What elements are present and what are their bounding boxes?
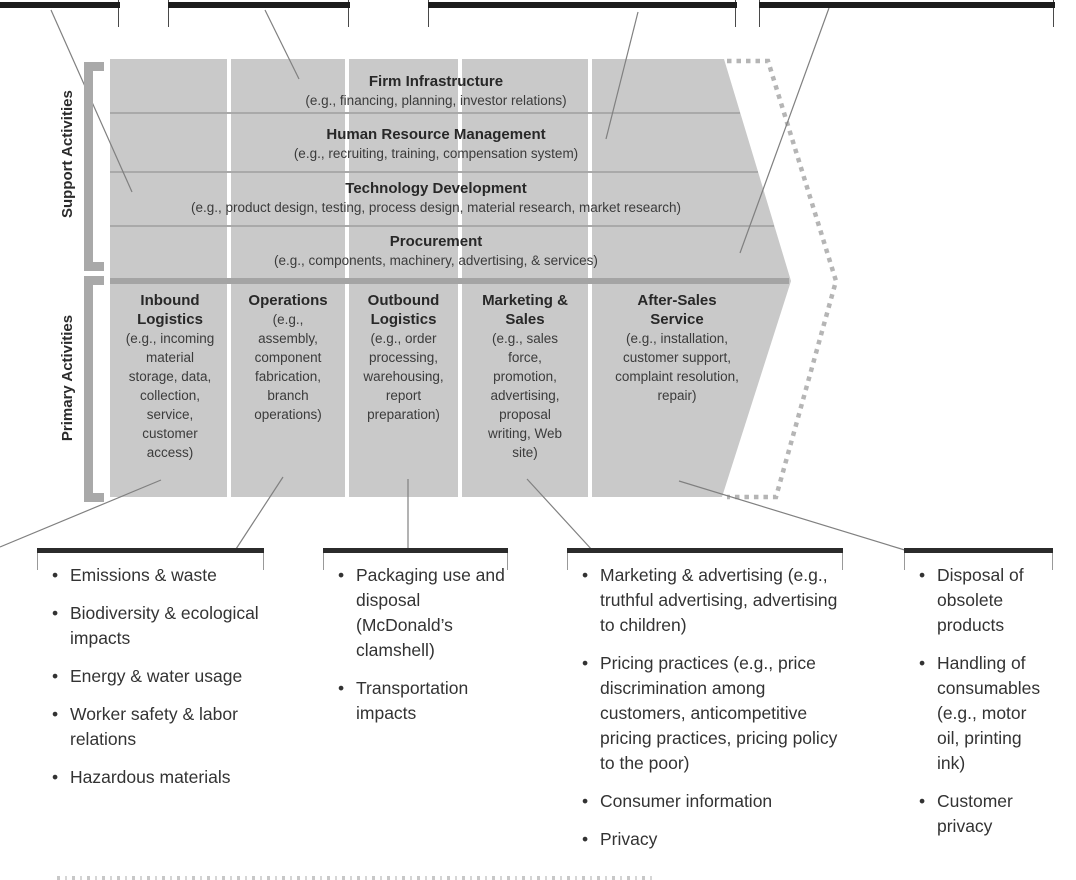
callout-line-top-4	[739, 7, 830, 254]
primary-activities-bracket	[84, 276, 104, 502]
support-row-human-resource-management: Human Resource Management (e.g., recruit…	[110, 125, 762, 162]
support-row-firm-infrastructure: Firm Infrastructure (e.g., financing, pl…	[110, 72, 762, 109]
bar-tick	[323, 553, 324, 570]
callout-box-bar	[427, 2, 737, 8]
support-row-title: Technology Development	[345, 180, 527, 197]
support-activities-bracket	[84, 62, 104, 271]
issue-list-operations: Emissions & waste Biodiversity & ecologi…	[37, 548, 264, 803]
primary-column-detail: (e.g., assembly, component fabrication, …	[254, 312, 322, 422]
list-item: Biodiversity & ecological impacts	[47, 601, 264, 651]
list-item: Disposal of obsolete products	[914, 563, 1053, 638]
issue-list-items: Disposal of obsolete products Handling o…	[904, 563, 1053, 839]
callout-line-after-sales	[678, 480, 909, 552]
list-item: Hazardous materials	[47, 765, 264, 790]
issue-list-items: Marketing & advertising (e.g., truthful …	[567, 563, 843, 852]
bar-tick	[842, 553, 843, 570]
issue-list-marketing-sales: Marketing & advertising (e.g., truthful …	[567, 548, 843, 865]
support-row-title: Firm Infrastructure	[368, 73, 504, 90]
callout-line-operations	[235, 476, 284, 550]
support-activities-label: Support Activities	[59, 90, 76, 218]
list-item: Transportation impacts	[333, 676, 508, 726]
list-item: Energy & water usage	[47, 664, 264, 689]
list-item: Worker safety & labor relations	[47, 702, 264, 752]
primary-column-title: Marketing & Sales	[482, 292, 568, 328]
primary-column-title: After-Sales Service	[637, 292, 717, 328]
list-item: Packaging use and disposal (McDonald’s c…	[333, 563, 508, 663]
bar-tick	[567, 553, 568, 570]
list-item: Emissions & waste	[47, 563, 264, 588]
issue-list-items: Packaging use and disposal (McDonald’s c…	[323, 563, 508, 726]
callout-line-marketing	[526, 478, 594, 552]
primary-activities-label: Primary Activities	[59, 314, 76, 442]
issue-list-bar	[567, 548, 843, 570]
support-row-detail: (e.g., components, machinery, advertisin…	[274, 253, 598, 268]
primary-column-detail: (e.g., installation, customer support, c…	[615, 331, 739, 403]
callout-line-top-3	[605, 11, 639, 140]
list-item: Consumer information	[577, 789, 843, 814]
bar-tick	[904, 553, 905, 570]
issue-list-outbound-logistics: Packaging use and disposal (McDonald’s c…	[323, 548, 508, 739]
issue-list-bar	[37, 548, 264, 570]
cropped-callout-box-2	[167, 0, 350, 27]
bar-tick	[263, 553, 264, 570]
primary-column-title: Inbound Logistics	[137, 292, 203, 328]
list-item: Privacy	[577, 827, 843, 852]
primary-column-title: Outbound Logistics	[367, 292, 440, 328]
cropped-callout-box-1	[0, 0, 120, 27]
cropped-callout-box-3	[427, 0, 737, 27]
bar-tick	[37, 553, 38, 570]
primary-column-detail: (e.g., incoming material storage, data, …	[125, 331, 215, 460]
list-item: Pricing practices (e.g., price discrimin…	[577, 651, 843, 776]
callout-box-bar	[758, 2, 1055, 8]
issue-list-bar	[904, 548, 1053, 570]
support-row-title: Procurement	[389, 233, 483, 250]
list-item: Handling of consumables (e.g., motor oil…	[914, 651, 1053, 776]
primary-column-inbound-logistics: Inbound Logistics (e.g., incoming materi…	[110, 291, 230, 462]
issue-list-items: Emissions & waste Biodiversity & ecologi…	[37, 563, 264, 790]
issue-list-after-sales-service: Disposal of obsolete products Handling o…	[904, 548, 1053, 852]
callout-line-inbound	[0, 479, 162, 548]
list-item: Customer privacy	[914, 789, 1053, 839]
primary-column-outbound-logistics: Outbound Logistics (e.g., order processi…	[349, 291, 458, 424]
primary-column-title: Operations	[248, 292, 328, 309]
issue-list-bar	[323, 548, 508, 570]
callout-box-bar	[0, 2, 120, 8]
support-row-title: Human Resource Management	[326, 126, 546, 143]
primary-column-after-sales-service: After-Sales Service (e.g., installation,…	[592, 291, 762, 405]
callout-box-bar	[167, 2, 350, 8]
support-row-technology-development: Technology Development (e.g., product de…	[110, 179, 762, 216]
cropped-callout-box-4	[758, 0, 1055, 27]
callout-line-top-2	[264, 9, 300, 80]
bar-tick	[507, 553, 508, 570]
support-row-detail: (e.g., recruiting, training, compensatio…	[293, 146, 579, 161]
support-row-detail: (e.g., financing, planning, investor rel…	[305, 93, 567, 108]
primary-column-detail: (e.g., sales force, promotion, advertisi…	[487, 331, 563, 460]
bar-tick	[1052, 553, 1053, 570]
list-item: Marketing & advertising (e.g., truthful …	[577, 563, 843, 638]
support-row-procurement: Procurement (e.g., components, machinery…	[110, 232, 762, 269]
primary-column-detail: (e.g., order processing, warehousing, re…	[363, 331, 444, 422]
primary-column-marketing-sales: Marketing & Sales (e.g., sales force, pr…	[462, 291, 588, 462]
support-row-detail: (e.g., product design, testing, process …	[191, 200, 681, 215]
cropped-caption-strip	[57, 876, 657, 880]
primary-column-operations: Operations (e.g., assembly, component fa…	[231, 291, 345, 424]
